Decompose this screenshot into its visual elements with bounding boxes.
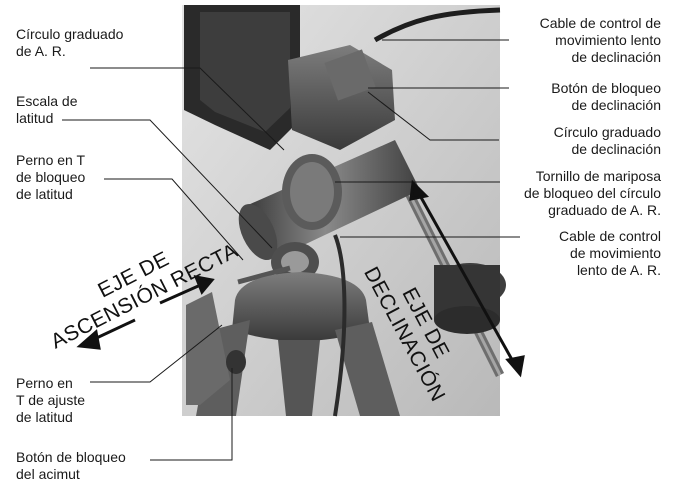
label-declination-cable: Cable de control de movimiento lento de …	[539, 15, 661, 65]
label-declination-circle: Círculo graduado de declinación	[553, 124, 661, 157]
label-ra-cable: Cable de control de movimiento lento de …	[559, 228, 661, 278]
label-latitude-lock-t-bolt: Perno en T de bloqueo de latitud	[16, 152, 86, 202]
label-azimuth-lock: Botón de bloqueo del acimut	[16, 449, 126, 482]
latitude-lock-t-bolt	[237, 265, 291, 285]
azimuth-lock-knob	[226, 350, 246, 374]
leader-latitude-scale	[62, 119, 273, 249]
tripod-leg-right	[335, 322, 400, 416]
label-wing-screw: Tornillo de mariposa de bloqueo del círc…	[524, 168, 661, 218]
tripod-leg-center	[278, 340, 320, 416]
leader-latitude-adjust	[90, 324, 223, 383]
leader-lines	[62, 39, 520, 461]
declination-axis-arrow	[409, 179, 525, 378]
leader-ra-circle	[90, 67, 285, 151]
leader-azimuth	[150, 368, 233, 461]
leader-latitude-lock	[104, 178, 244, 261]
ra-axis-arrow	[76, 275, 215, 350]
label-declination-lock: Botón de bloqueo de declinación	[551, 80, 661, 113]
label-ra-setting-circle: Círculo graduado de A. R.	[16, 26, 124, 59]
declination-cable	[373, 7, 501, 43]
label-latitude-adjust-t-bolt: Perno en T de ajuste de latitud	[16, 375, 86, 425]
label-latitude-scale: Escala de latitud	[16, 93, 78, 126]
leader-dec-circle	[367, 91, 499, 141]
mount-base	[232, 272, 370, 341]
ra-cable	[333, 234, 347, 417]
